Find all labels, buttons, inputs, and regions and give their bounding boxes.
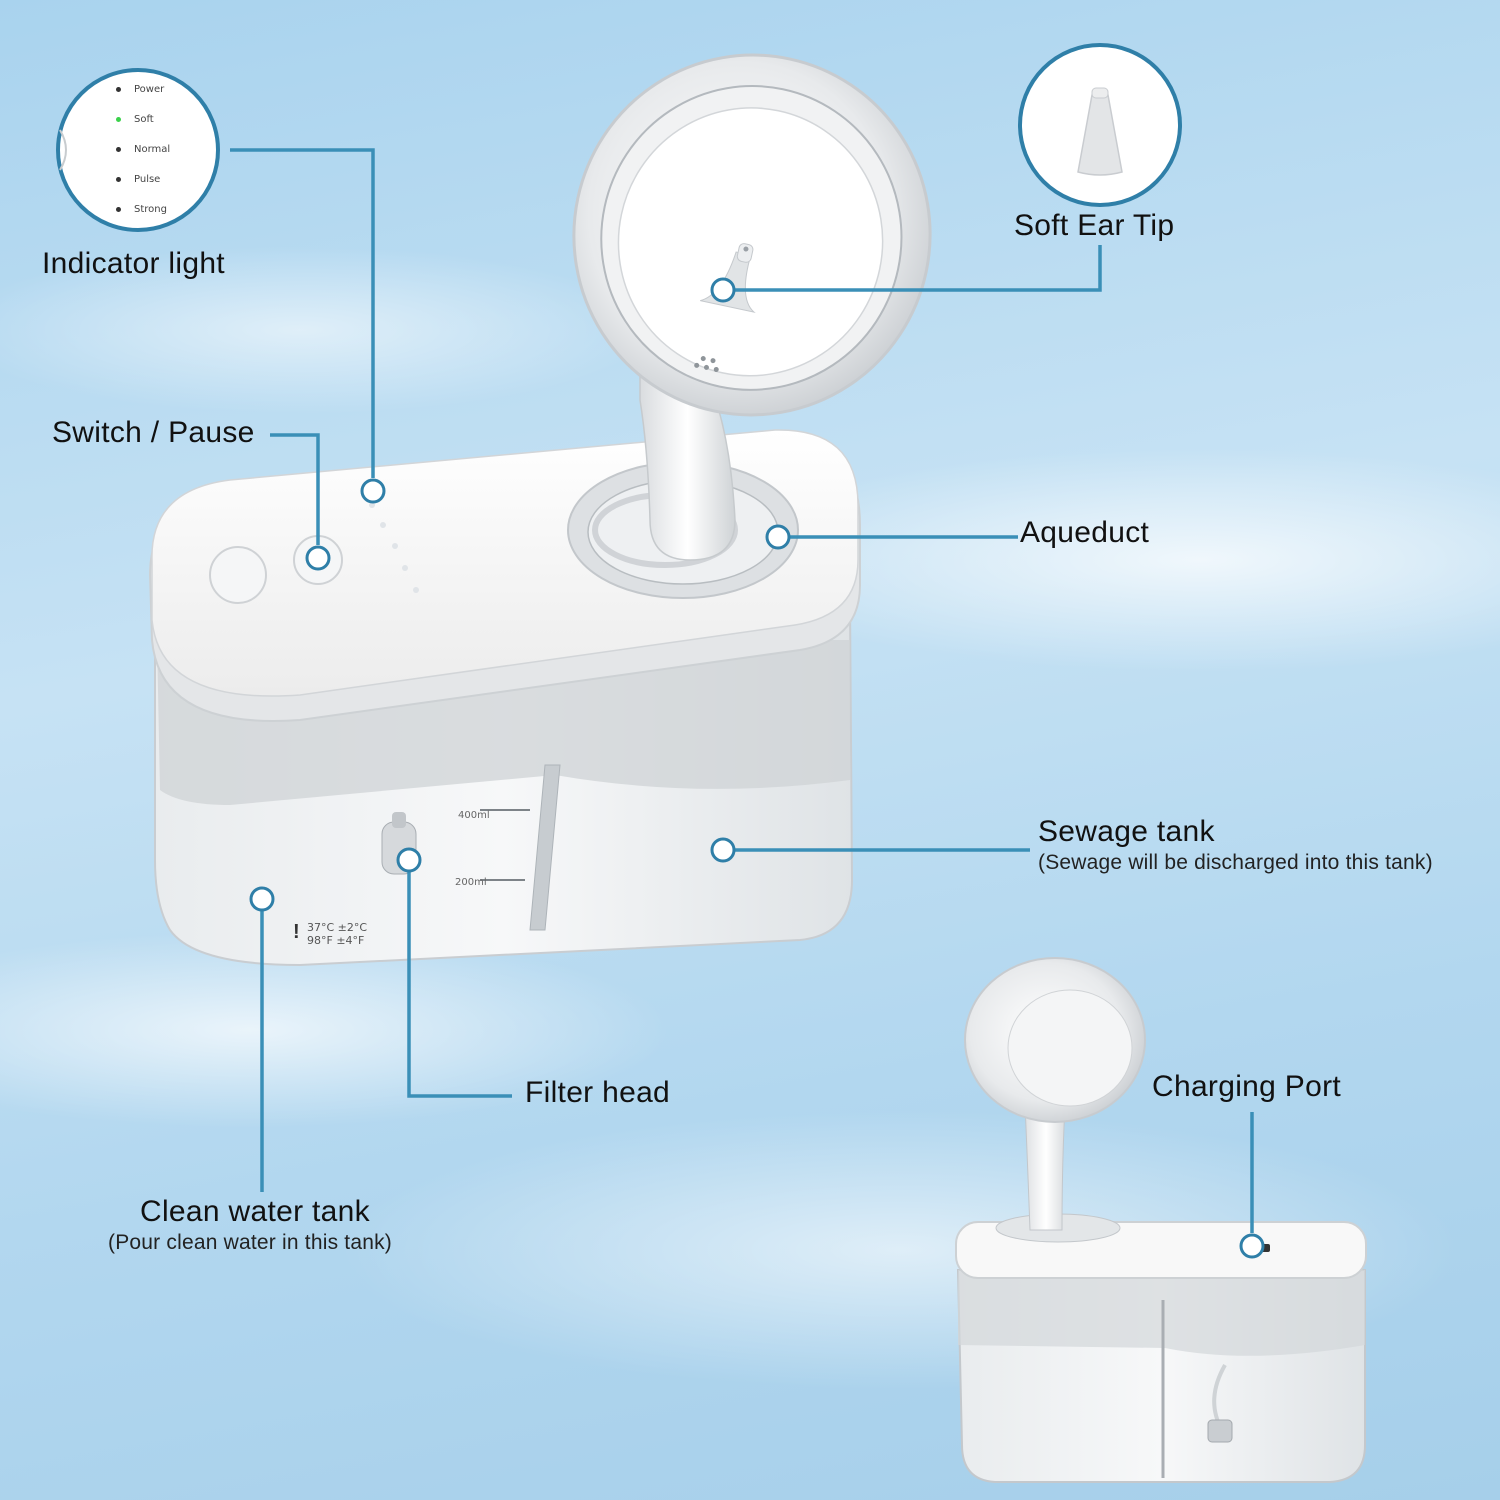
scale-200: 200ml (455, 877, 487, 888)
label-sewage-tank-note: (Sewage will be discharged into this tan… (1038, 851, 1433, 874)
indicator-mode-soft: Soft (134, 114, 154, 125)
label-sewage-tank: Sewage tank (1038, 815, 1215, 848)
indicator-dot-pulse (116, 177, 121, 182)
label-indicator-light: Indicator light (42, 247, 225, 280)
indicator-mode-strong: Strong (134, 204, 167, 215)
label-clean-water-tank-note: (Pour clean water in this tank) (108, 1231, 392, 1254)
svg-text:!: ! (293, 921, 300, 943)
indicator-mode-normal: Normal (134, 144, 171, 155)
indicator-mode-pulse: Pulse (134, 174, 161, 185)
indicator-dot-normal (116, 147, 121, 152)
label-filter-head: Filter head (525, 1076, 671, 1109)
scale-400: 400ml (458, 810, 490, 821)
indicator-dot-strong (116, 207, 121, 212)
label-charging-port: Charging Port (1152, 1070, 1341, 1103)
label-soft-ear-tip: Soft Ear Tip (1014, 209, 1175, 242)
label-aqueduct: Aqueduct (1020, 516, 1150, 549)
indicator-mode-power: Power (134, 84, 165, 95)
temp-c: 37°C ±2°C (307, 921, 367, 934)
indicator-dot-soft (116, 117, 121, 122)
secondary-device (955, 957, 1367, 1483)
indicator-zoom-circle (56, 68, 220, 232)
callout-lines (230, 148, 1254, 1233)
label-clean-water-tank: Clean water tank (140, 1195, 370, 1228)
indicator-dot-power (116, 87, 121, 92)
label-switch-pause: Switch / Pause (52, 416, 255, 449)
main-device-cup (572, 53, 932, 417)
temp-f: 98°F ±4°F (307, 934, 364, 947)
callout-anchors (249, 277, 1265, 1259)
